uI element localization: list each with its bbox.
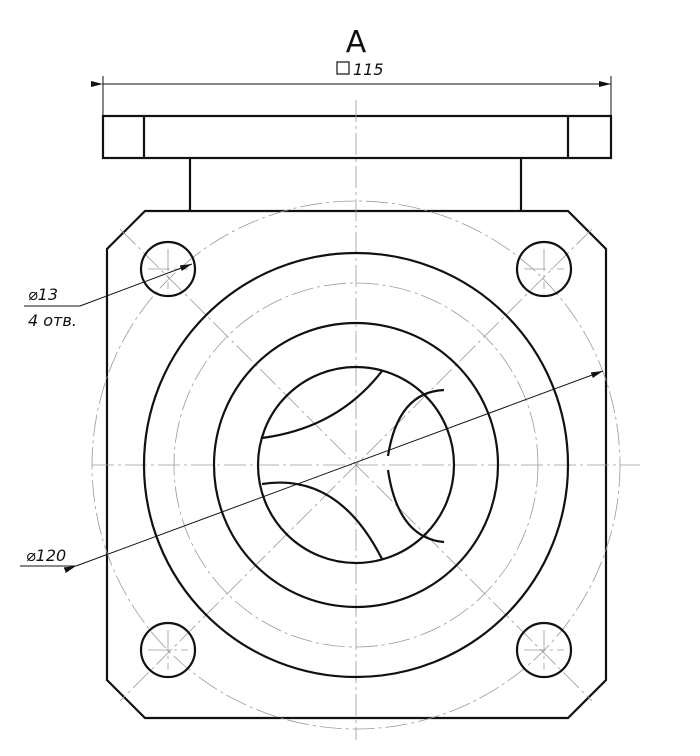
hole-count-label: 4 отв. [28,311,77,330]
hole-diameter-label: ⌀13 [28,285,58,304]
top-dimension: 115 [91,60,612,116]
bolt-hole-bottom-left [139,621,197,679]
pcd-dimension: ⌀120 [20,370,604,573]
center-lines [91,100,640,740]
hole-callout: ⌀13 4 отв. [24,263,193,330]
pcd-diameter-label: ⌀120 [26,546,66,565]
square-symbol-icon [336,61,350,75]
pcd-dimension-line [63,370,604,573]
bolt-hole-bottom-right [515,621,573,679]
view-label: A [346,25,367,60]
dimension-value-115: 115 [353,60,384,79]
bolt-hole-top-right [515,240,573,298]
top-flange [101,114,613,212]
bolt-hole-top-left [139,240,197,298]
